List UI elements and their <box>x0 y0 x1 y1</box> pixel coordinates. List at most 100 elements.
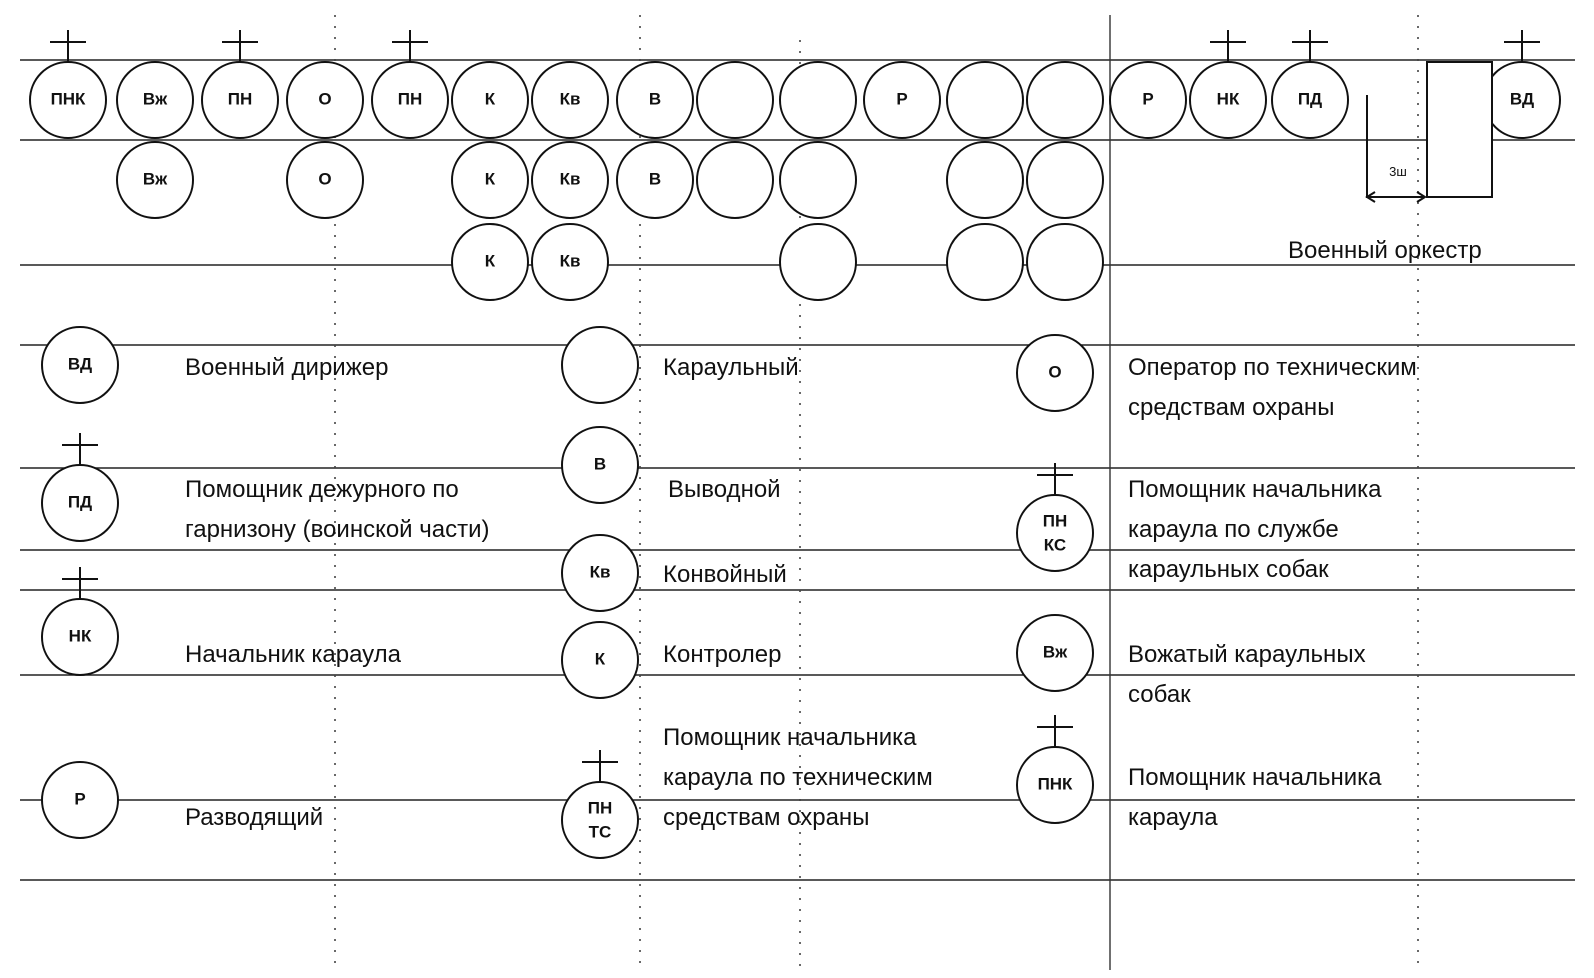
formation-position-kv: Кв <box>531 61 609 139</box>
position-circle <box>561 534 639 612</box>
formation-position-blank <box>696 141 774 219</box>
legend-symbol-pn-ks: ПН КС <box>1016 463 1094 572</box>
position-symbol: Р <box>896 89 907 108</box>
formation-position-o: О <box>286 61 364 139</box>
position-circle <box>1109 61 1187 139</box>
position-circle <box>286 141 364 219</box>
position-circle <box>531 61 609 139</box>
legend-description-line: Помощник начальника <box>1128 764 1382 791</box>
formation-position-pn: ПН <box>201 30 279 139</box>
legend-symbol-kv: Кв <box>561 534 639 612</box>
position-symbol: Вж <box>143 89 168 108</box>
position-circle <box>561 326 639 404</box>
position-symbol: ВД <box>68 354 92 373</box>
position-symbol-part: КС <box>1044 535 1066 554</box>
position-symbol: НК <box>69 626 92 645</box>
spacing-arrowhead-left <box>1365 191 1376 203</box>
position-symbol: ПД <box>1298 89 1322 108</box>
position-symbol: К <box>485 251 496 270</box>
legend-item-nk: НК Начальник караула <box>41 567 402 676</box>
position-symbol: К <box>485 169 496 188</box>
position-symbol-part: ТС <box>589 822 612 841</box>
position-circle <box>561 781 639 859</box>
legend-description-line: Караульный <box>663 354 799 381</box>
position-circle <box>946 223 1024 301</box>
position-circle <box>696 141 774 219</box>
formation-position-o: О <box>286 141 364 219</box>
position-circle <box>1271 61 1349 139</box>
formation-position-pd: ПД <box>1271 30 1349 139</box>
orchestra-label: Военный оркестр <box>1288 237 1482 264</box>
position-circle <box>1016 494 1094 572</box>
position-symbol: О <box>1048 362 1061 381</box>
legend-description-line: караула по службе <box>1128 516 1339 543</box>
position-circle <box>1026 141 1104 219</box>
position-symbol: Кв <box>560 251 581 270</box>
position-symbol: НК <box>1217 89 1240 108</box>
legend-description-line: собак <box>1128 681 1191 708</box>
legend-description-line: Контролер <box>663 641 781 668</box>
formation-position-nk: НК <box>1189 30 1267 139</box>
formation-position-kv: Кв <box>531 223 609 301</box>
position-circle <box>561 621 639 699</box>
position-circle <box>779 223 857 301</box>
formation-position-kv: Кв <box>531 141 609 219</box>
legend-symbol-blank <box>561 326 639 404</box>
position-circle <box>531 141 609 219</box>
position-circle <box>1016 334 1094 412</box>
position-circle <box>41 464 119 542</box>
formation-position-r: Р <box>863 61 941 139</box>
formation-position-blank <box>779 141 857 219</box>
legend-description-line: Оператор по техническим <box>1128 354 1417 381</box>
position-symbol: Кв <box>590 562 611 581</box>
position-symbol: О <box>318 89 331 108</box>
orchestra-rect <box>1426 61 1493 198</box>
formation-position-blank <box>946 61 1024 139</box>
legend-description-line: Начальник караула <box>185 641 402 668</box>
position-symbol: В <box>649 89 661 108</box>
position-symbol: Р <box>74 789 85 808</box>
position-symbol-part: ПН <box>1043 511 1068 530</box>
position-circle <box>696 61 774 139</box>
position-circle <box>946 141 1024 219</box>
legend-symbol-nk: НК <box>41 567 119 676</box>
position-circle <box>451 223 529 301</box>
formation-position-blank <box>1026 141 1104 219</box>
position-circle <box>561 426 639 504</box>
legend-item-blank: Караульный <box>561 326 799 404</box>
position-symbol: В <box>649 169 661 188</box>
formation-position-vzh: Вж <box>116 141 194 219</box>
formation-position-blank <box>696 61 774 139</box>
position-symbol: Кв <box>560 169 581 188</box>
legend-description-line: Помощник дежурного по <box>185 476 459 503</box>
formation-position-r: Р <box>1109 61 1187 139</box>
legend-description-line: Конвойный <box>663 561 787 588</box>
position-circle <box>863 61 941 139</box>
legend-description-line: гарнизону (воинской части) <box>185 516 490 543</box>
position-symbol: Вж <box>1043 642 1068 661</box>
spacing-label: 3ш <box>1389 164 1407 179</box>
position-symbol: ПНК <box>51 89 86 108</box>
orchestra-group: 3ш Военный оркестр <box>1288 61 1493 264</box>
position-circle <box>116 61 194 139</box>
formation-position-v: В <box>616 61 694 139</box>
position-circle <box>616 61 694 139</box>
formation-position-pnk: ПНК <box>29 30 107 139</box>
formation-position-blank <box>946 141 1024 219</box>
formation-position-blank <box>779 223 857 301</box>
position-circle <box>1016 614 1094 692</box>
legend-symbol-vzh: Вж <box>1016 614 1094 692</box>
legend-description-line: Военный дирижер <box>185 354 388 381</box>
position-circle <box>41 598 119 676</box>
formation-position-blank <box>1026 223 1104 301</box>
formation-position-blank <box>1026 61 1104 139</box>
formation-position-pn: ПН <box>371 30 449 139</box>
